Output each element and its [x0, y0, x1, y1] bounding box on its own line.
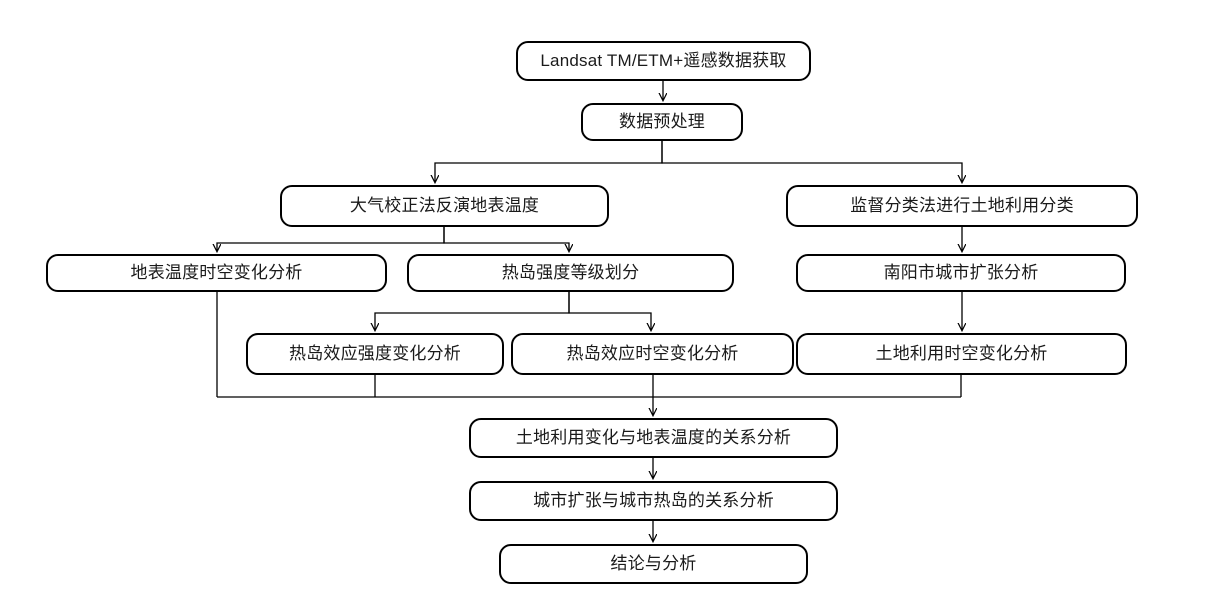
node-label: Landsat TM/ETM+遥感数据获取 [540, 51, 787, 71]
edge-grading-to-uhi-spatiotemporal [568, 292, 651, 330]
node-label: 土地利用时空变化分析 [875, 344, 1048, 364]
node-nanyang-urban-expansion-analysis[interactable]: 南阳市城市扩张分析 [796, 254, 1126, 292]
node-urban-expansion-uhi-relation-analysis[interactable]: 城市扩张与城市热岛的关系分析 [469, 481, 838, 521]
edge-grading-to-uhi-intensity-change [375, 292, 570, 330]
node-uhi-effect-spatiotemporal-analysis[interactable]: 热岛效应时空变化分析 [511, 333, 794, 375]
node-label: 热岛强度等级划分 [501, 263, 640, 283]
node-uhi-effect-intensity-change-analysis[interactable]: 热岛效应强度变化分析 [246, 333, 504, 375]
node-label: 热岛效应强度变化分析 [289, 344, 461, 364]
node-label: 数据预处理 [619, 112, 705, 132]
edge-lst-retrieval-to-lst-spatiotemporal [217, 227, 445, 251]
node-supervised-classification-landuse[interactable]: 监督分类法进行土地利用分类 [786, 185, 1138, 227]
node-lst-spatiotemporal-analysis[interactable]: 地表温度时空变化分析 [46, 254, 387, 292]
node-label: 土地利用变化与地表温度的关系分析 [515, 428, 792, 448]
node-conclusion-and-analysis[interactable]: 结论与分析 [499, 544, 808, 584]
node-label: 城市扩张与城市热岛的关系分析 [533, 491, 774, 511]
node-label: 热岛效应时空变化分析 [566, 344, 739, 364]
node-landuse-spatiotemporal-analysis[interactable]: 土地利用时空变化分析 [796, 333, 1127, 375]
node-landuse-lst-relation-analysis[interactable]: 土地利用变化与地表温度的关系分析 [469, 418, 838, 458]
node-uhi-intensity-grading[interactable]: 热岛强度等级划分 [407, 254, 734, 292]
edge-preprocessing-to-atmospheric-correction [435, 141, 663, 182]
node-data-acquisition[interactable]: Landsat TM/ETM+遥感数据获取 [516, 41, 811, 81]
node-label: 监督分类法进行土地利用分类 [850, 196, 1074, 216]
edge-preprocessing-to-supervised-classification [661, 141, 962, 182]
node-label: 大气校正法反演地表温度 [349, 196, 540, 216]
node-label: 地表温度时空变化分析 [130, 263, 303, 283]
node-label: 南阳市城市扩张分析 [883, 263, 1039, 283]
node-preprocessing[interactable]: 数据预处理 [581, 103, 743, 141]
node-label: 结论与分析 [610, 554, 697, 574]
edge-lst-retrieval-to-uhi-intensity-grading [443, 227, 569, 251]
node-atmospheric-correction-lst-retrieval[interactable]: 大气校正法反演地表温度 [280, 185, 609, 227]
